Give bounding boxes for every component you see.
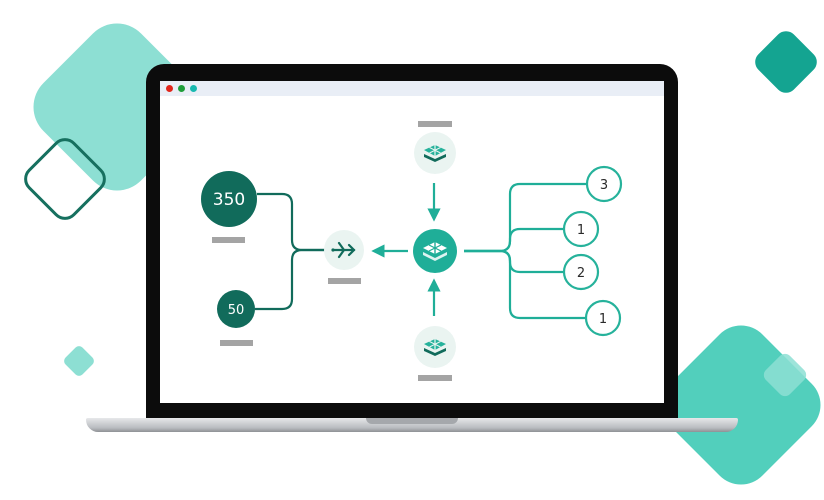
connector-output-2 [464, 227, 564, 253]
decor-diamond-small-left [62, 344, 96, 378]
source-node-2-label-placeholder [220, 340, 253, 346]
cube-stack-icon [424, 145, 446, 162]
source-node-1-label-placeholder [212, 237, 245, 243]
decor-diamond-top-right [750, 26, 822, 98]
window-maximize-dot[interactable] [190, 85, 197, 92]
top-node-label-placeholder [418, 121, 452, 127]
connector-output-1 [464, 182, 586, 253]
source-node-1-value: 350 [213, 190, 245, 210]
merge-node-label-placeholder [328, 278, 361, 284]
connector-output-3 [464, 249, 564, 274]
laptop-base [86, 418, 738, 432]
connector-source-1 [257, 192, 326, 252]
flow-diagram: 350 50 [201, 121, 586, 381]
window-minimize-dot[interactable] [178, 85, 185, 92]
output-connectors [464, 182, 586, 320]
connector-source-2 [255, 248, 326, 311]
cube-stack-icon [423, 242, 447, 261]
connector-output-4 [464, 249, 586, 320]
browser-bar [160, 81, 664, 96]
window-close-dot[interactable] [166, 85, 173, 92]
laptop-screen: 350 50 [160, 81, 664, 403]
laptop-notch [366, 418, 458, 424]
source-node-1[interactable] [201, 171, 257, 227]
cube-stack-icon [424, 339, 446, 356]
source-node-2-value: 50 [228, 303, 245, 318]
route-merge-icon [331, 241, 356, 259]
source-node-2[interactable] [217, 290, 255, 328]
bottom-node-label-placeholder [418, 375, 452, 381]
